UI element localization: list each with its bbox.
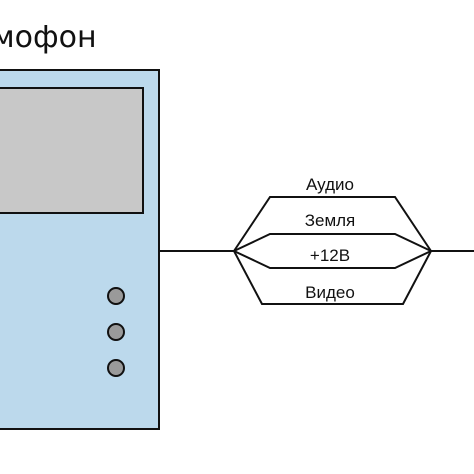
wire-label-ground: Земля — [305, 211, 356, 230]
wire-video — [233, 250, 432, 305]
wire-label-power: +12В — [310, 246, 350, 265]
monitor-button-3-icon[interactable] — [107, 359, 125, 377]
diagram-title: мофон — [0, 20, 97, 55]
wire-power — [233, 250, 432, 269]
wire-label-audio: Аудио — [306, 175, 354, 194]
wire-ground — [233, 233, 432, 252]
wire-label-video: Видео — [305, 283, 355, 302]
monitor-button-2-icon[interactable] — [107, 323, 125, 341]
wire-audio — [233, 196, 432, 252]
monitor-button-1-icon[interactable] — [107, 287, 125, 305]
monitor-screen — [0, 87, 144, 214]
